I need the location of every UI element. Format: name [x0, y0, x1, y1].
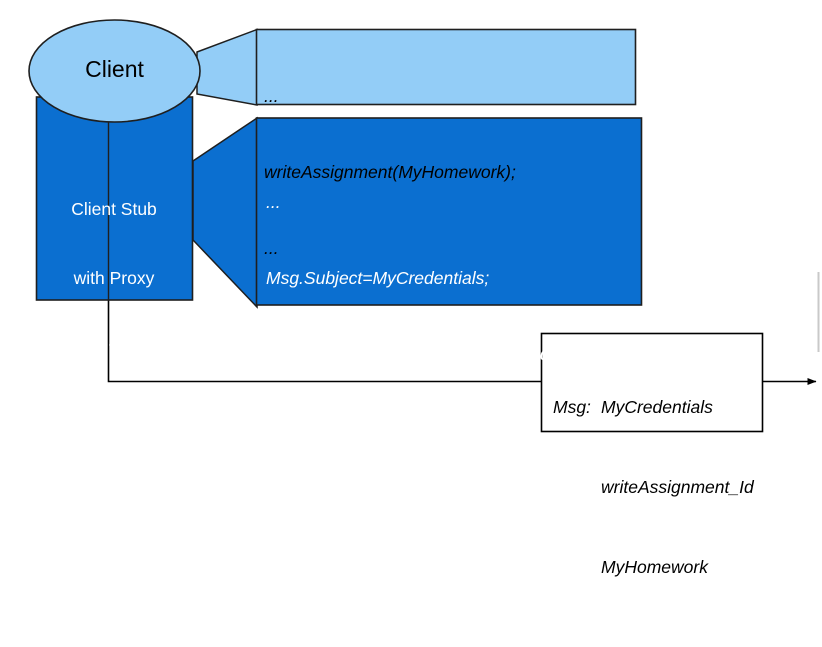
application-code-line-3: ... [264, 238, 279, 258]
client-stub-body [35, 96, 194, 301]
callout-tail-application [196, 28, 258, 106]
stub-code-line-4: Msg.Params= MyHomework; [266, 420, 492, 441]
message-value-1: MyCredentials [601, 397, 713, 418]
client-stub-line-3: (here without [63, 337, 165, 358]
message-box [540, 332, 764, 433]
callout-application-code: ... writeAssignment(MyHomework); ... [264, 33, 626, 312]
callout-box-stub [255, 117, 643, 306]
diagram-vector-layer [28, 19, 820, 433]
callout-box-application [255, 28, 637, 106]
message-value-3: MyHomework [601, 556, 708, 577]
client-stub-line-2: with Proxy [73, 268, 155, 289]
application-code-line-1: ... [264, 85, 279, 106]
callout-tail-stub [192, 116, 258, 309]
stub-code-line-2: Msg.Subject=MyCredentials; [266, 267, 490, 288]
client-stub-label: Client Stub with Proxy (here without PEP… [30, 152, 198, 475]
client-stub-line-1: Client Stub [71, 199, 157, 220]
diagram-canvas: Client Client Stub with Proxy (here with… [28, 19, 820, 577]
stub-code-line-3: Msg.Method_Id=writeAssignment_Id; [266, 344, 555, 364]
client-label: Client [85, 56, 144, 82]
stub-code-line-1: ... [266, 191, 281, 212]
connector-stub-to-message [107, 300, 541, 383]
message-box-content: Msg: MyCredentials writeAssignment_Id MyH… [553, 341, 763, 634]
client-stub-line-4: PEP and PDP) [56, 407, 172, 428]
message-value-2: writeAssignment_Id [601, 476, 754, 497]
message-key: Msg: [553, 397, 591, 418]
application-code-line-2: writeAssignment(MyHomework); [264, 161, 516, 182]
client-ellipse [28, 19, 201, 123]
message-first-row: Msg: MyCredentials [553, 394, 763, 421]
